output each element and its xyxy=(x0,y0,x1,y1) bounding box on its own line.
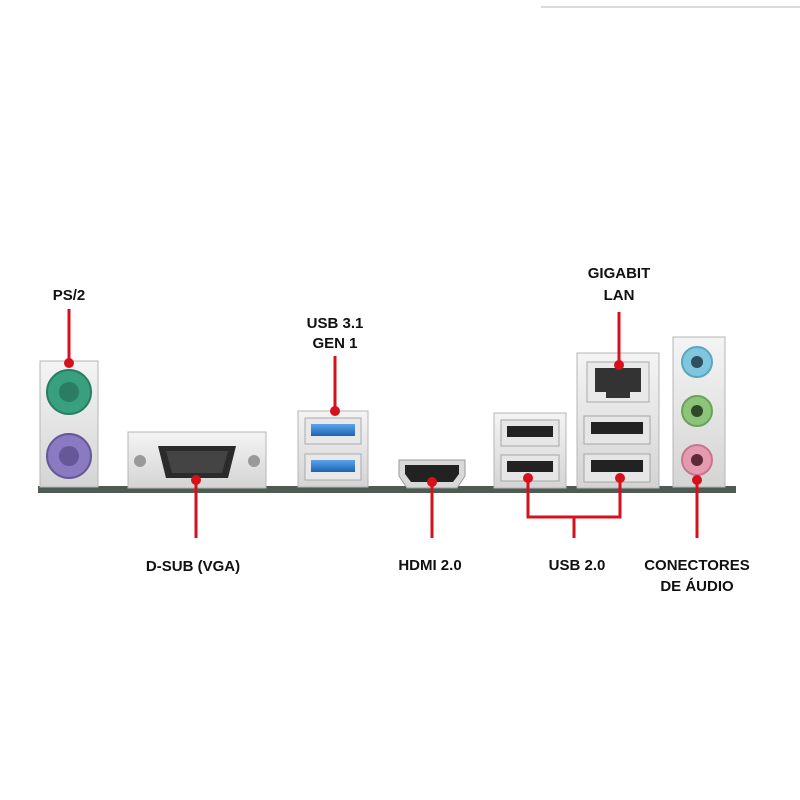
lan-label-line2: LAN xyxy=(604,287,635,304)
ps2-label: PS/2 xyxy=(53,287,86,304)
audio-label-line1: CONECTORES xyxy=(644,557,750,574)
usb20-left-tongue-top xyxy=(507,426,553,437)
usb20-left-pointer-dot xyxy=(523,473,533,483)
pointer-lines xyxy=(67,309,699,538)
vga-screw-right xyxy=(248,455,260,467)
usb20-right-tongue-top xyxy=(591,422,643,434)
vga-pointer-dot xyxy=(191,475,201,485)
hdmi-pointer-dot xyxy=(427,477,437,487)
audio-port-group xyxy=(672,336,726,488)
usb31-tongue-bottom xyxy=(311,460,355,472)
audio-line-in-hole xyxy=(691,356,703,368)
lan-label-line1: GIGABIT xyxy=(588,265,651,282)
usb20-right-tongue-bottom xyxy=(591,460,643,472)
usb31-label-line1: USB 3.1 xyxy=(307,315,364,332)
usb31-label-line2: GEN 1 xyxy=(312,335,357,352)
audio-label-line2: DE ÁUDIO xyxy=(660,578,734,595)
hdmi-port-group xyxy=(398,459,466,489)
board-edge xyxy=(38,486,736,493)
usb31-tongue-top xyxy=(311,424,355,436)
hdmi-opening xyxy=(405,465,459,482)
ps2-pointer-dot xyxy=(64,358,74,368)
usb31-pointer-dot xyxy=(330,406,340,416)
vga-screw-left xyxy=(134,455,146,467)
usb20-label: USB 2.0 xyxy=(549,557,606,574)
audio-mic-hole xyxy=(691,454,703,466)
ps2-mouse-pins xyxy=(59,382,79,402)
pointer-dots xyxy=(64,358,702,487)
lan-jack xyxy=(595,368,641,398)
ps2-keyboard-pins xyxy=(59,446,79,466)
vga-pins xyxy=(166,451,228,473)
hdmi-label: HDMI 2.0 xyxy=(398,557,461,574)
audio-line-out-hole xyxy=(691,405,703,417)
lan-usb-stack xyxy=(576,352,660,489)
usb20-left-stack xyxy=(493,412,567,489)
usb31-port-group xyxy=(297,410,369,488)
vga-label: D-SUB (VGA) xyxy=(146,558,240,575)
ps2-port-group xyxy=(39,360,99,488)
audio-pointer-dot xyxy=(692,475,702,485)
usb20-left-tongue-bottom xyxy=(507,461,553,472)
usb20-right-pointer-dot xyxy=(615,473,625,483)
lan-pointer-dot xyxy=(614,360,624,370)
